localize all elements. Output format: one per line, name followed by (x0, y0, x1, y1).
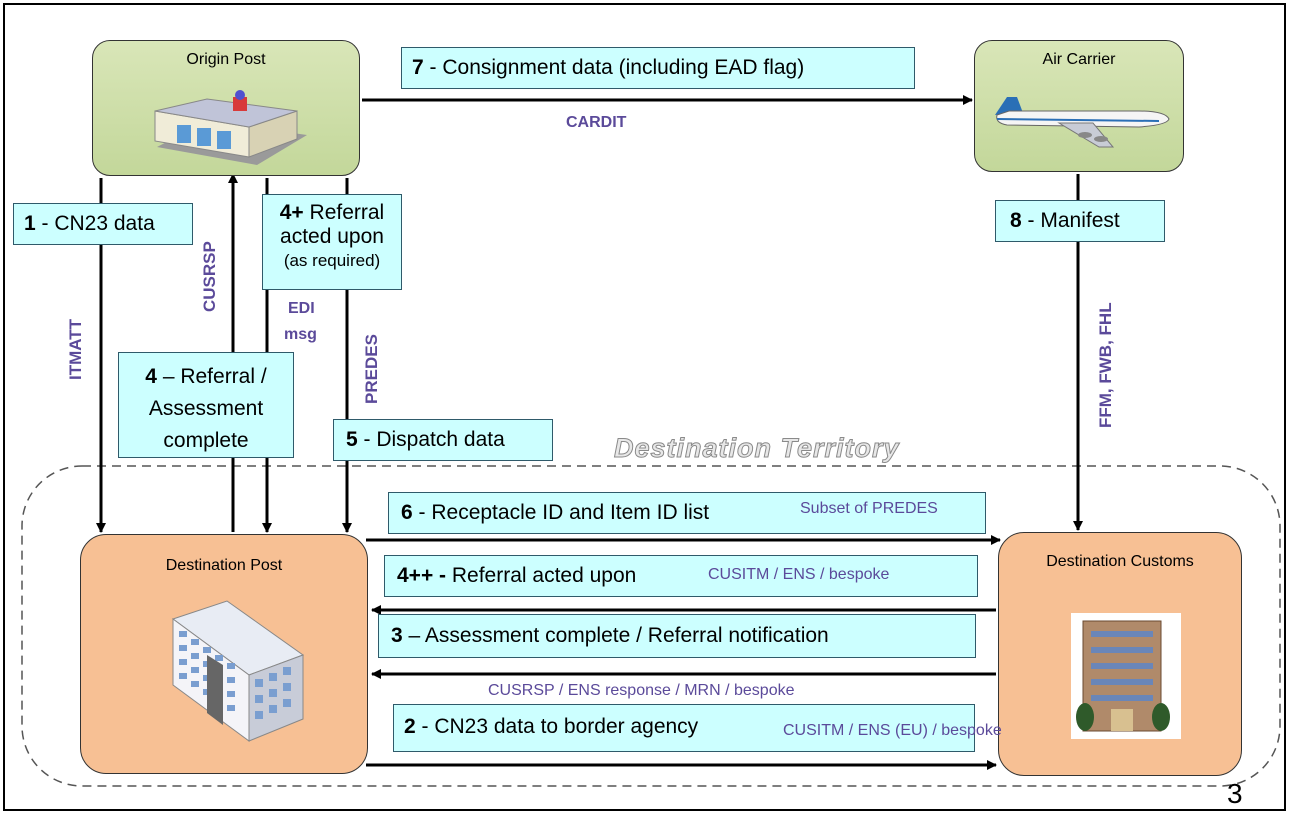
flow-1-text: - CN23 data (35, 212, 155, 235)
code-ffm-fwb-fhl: FFM, FWB, FHL (1096, 302, 1115, 428)
flow-5-number: 5 (346, 428, 358, 451)
destination-post-title: Destination Post (165, 557, 283, 574)
air-carrier-node: Air Carrier (974, 40, 1184, 172)
code-edi-line2: msg (284, 326, 317, 343)
flow-4plusplus-label: 4++ - Referral acted upon (384, 555, 978, 597)
flow-4plusplus-text: Referral acted upon (446, 564, 637, 587)
code-cardit: CARDIT (566, 114, 627, 131)
flow-1-number: 1 (24, 212, 36, 235)
code-cusrsp: CUSRSP (200, 241, 219, 312)
code-predes: PREDES (362, 334, 381, 404)
flow-4plusplus-subtext: CUSITM / ENS / bespoke (708, 566, 890, 583)
flow-3-subtext: CUSRSP / ENS response / MRN / bespoke (488, 682, 795, 699)
code-itmatt: ITMATT (66, 318, 85, 380)
page-number: 3 (1227, 778, 1243, 809)
flow-2-label: 2 - CN23 data to border agency (393, 704, 975, 752)
flow-3-text: – Assessment complete / Referral notific… (402, 624, 829, 647)
flow-4plus-text2: acted upon (280, 225, 384, 248)
air-carrier-title: Air Carrier (1042, 51, 1116, 68)
flow-7-text: - Consignment data (including EAD flag) (423, 56, 805, 79)
territory-label: Destination Territory (614, 433, 900, 464)
customs-building-icon (1071, 613, 1181, 739)
flow-7-number: 7 (412, 56, 424, 79)
flow-4plus-label: 4+ Referral acted upon (as required) (262, 194, 402, 290)
flow-6-subtext: Subset of PREDES (800, 500, 938, 517)
destination-customs-title: Destination Customs (1046, 553, 1194, 570)
flow-8-text: - Manifest (1021, 209, 1120, 232)
flow-1-label: 1 - CN23 data (13, 203, 193, 245)
airplane-icon (995, 97, 1170, 148)
flow-4plus-text1: Referral (303, 201, 385, 224)
flow-6-label: 6 - Receptacle ID and Item ID list (388, 492, 986, 534)
flow-3-label: 3 – Assessment complete / Referral notif… (378, 614, 976, 658)
office-building-icon (171, 600, 305, 742)
slide-frame (3, 3, 1286, 811)
destination-customs-node: Destination Customs (998, 532, 1242, 776)
territory-boundary (21, 465, 1281, 787)
flow-2-text: - CN23 data to border agency (415, 715, 699, 738)
flow-4plus-text3: (as required) (283, 251, 381, 270)
flow-6-number: 6 (401, 501, 413, 524)
origin-post-title: Origin Post (186, 51, 266, 68)
post-office-icon (154, 90, 307, 165)
flow-4-text1: – Referral / (156, 365, 267, 388)
flow-4-number: 4 (145, 365, 157, 388)
flow-7-label: 7 - Consignment data (including EAD flag… (401, 47, 915, 89)
origin-post-node: Origin Post (92, 40, 360, 176)
flow-5-text: - Dispatch data (357, 428, 505, 451)
flow-4plusplus-number: 4++ - (397, 564, 447, 587)
flow-3-number: 3 (391, 624, 403, 647)
code-edi-line1: EDI (288, 300, 315, 317)
flow-4-label: 4 – Referral / Assessment complete (118, 352, 294, 458)
flow-8-number: 8 (1010, 209, 1022, 232)
flow-8-label: 8 - Manifest (995, 200, 1165, 242)
flow-2-subtext: CUSITM / ENS (EU) / bespoke (783, 722, 1002, 739)
flow-5-label: 5 - Dispatch data (333, 419, 553, 461)
flow-4plus-number: 4+ (279, 201, 304, 224)
destination-post-node: Destination Post (80, 534, 368, 774)
flow-2-number: 2 (404, 715, 416, 738)
flow-4-text2: Assessment (148, 397, 264, 420)
flow-4-text3: complete (163, 429, 249, 452)
flow-6-text: - Receptacle ID and Item ID list (412, 501, 710, 524)
